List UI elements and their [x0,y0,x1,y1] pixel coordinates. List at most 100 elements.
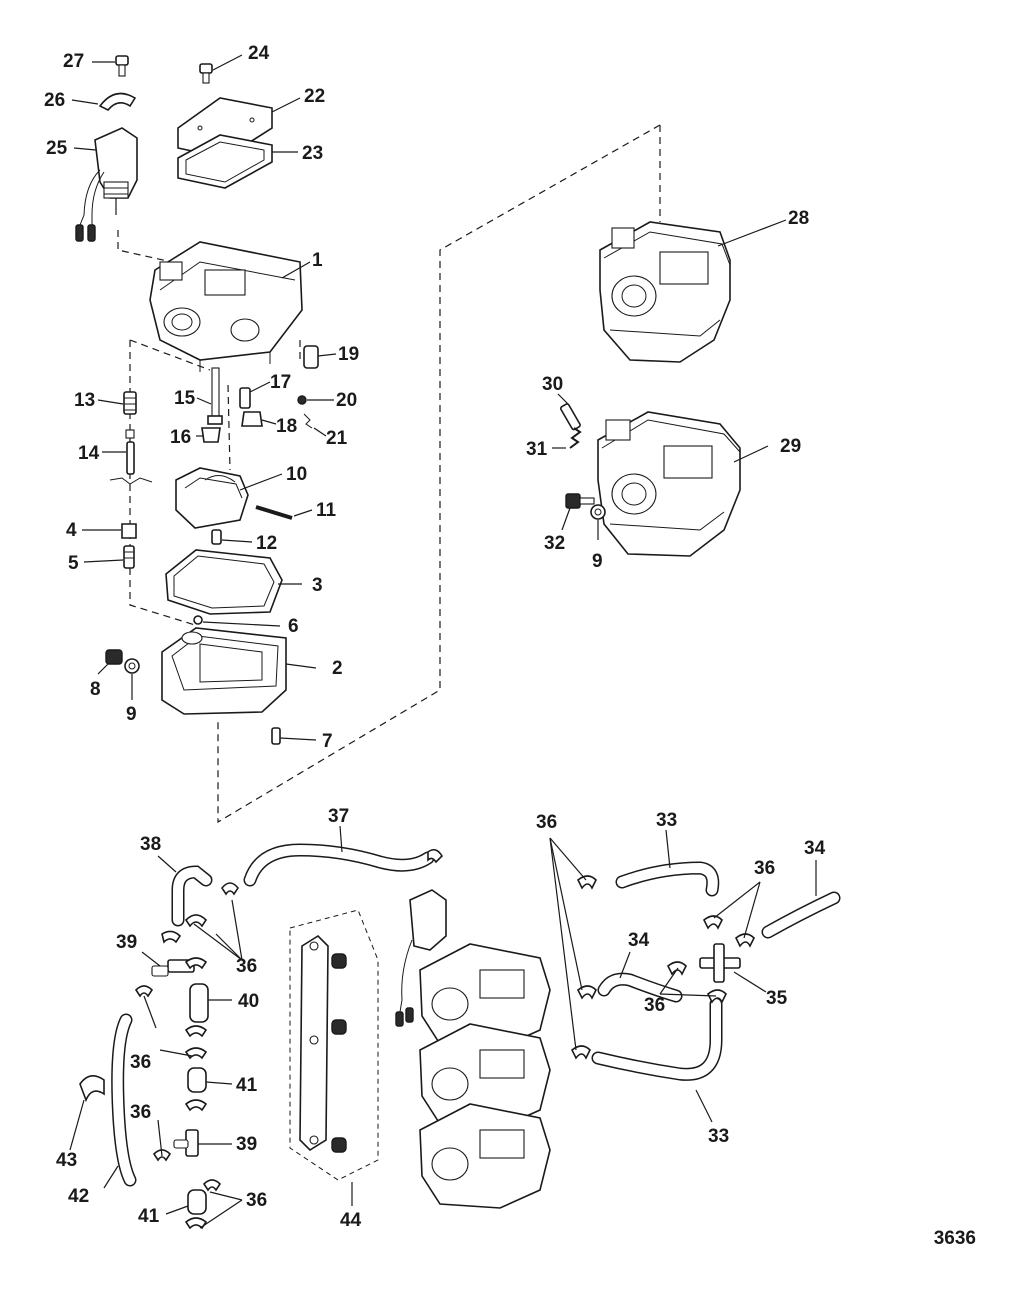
part-7-drain-screw [271,727,317,745]
part-39-tee-fitting-lower [173,1129,232,1157]
part-20-screw [297,395,334,405]
callout-19: 19 [338,344,359,365]
callout-8: 8 [90,679,101,700]
part-4-plug [82,523,137,539]
callout-1: 1 [312,250,323,271]
part-15-float-pin [196,367,223,425]
callout-22: 22 [304,86,325,107]
part-33-fuel-hose-upper [615,829,720,897]
callout-30: 30 [542,374,563,395]
part-31-spring [552,427,582,449]
part-34-fuel-hose-middle [597,951,683,1003]
drawing-number: 3636 [933,1228,976,1249]
callout-34-right: 34 [804,838,826,859]
part-40-short-hose [189,983,232,1023]
part-44-gasket-strip [289,909,379,1206]
part-2-float-bowl [161,627,317,715]
part-41-short-hose-lower [165,1189,207,1215]
callout-16: 16 [170,427,191,448]
part-6-screw [193,615,281,627]
part-14-needle [102,429,153,485]
part-1-carburetor-body [149,241,311,372]
callout-6: 6 [288,616,299,637]
part-21-spring-clip [303,413,327,437]
part-11-float-pin [255,505,313,520]
callout-23: 23 [302,143,323,164]
part-43-hose-clamp [69,1075,105,1151]
callout-36-right: 36 [754,858,775,879]
callout-42: 42 [68,1186,89,1207]
callout-39-lower: 39 [236,1134,257,1155]
part-39-tee-fitting-upper [141,951,195,977]
part-8-drain-plug [97,649,123,675]
part-42-fuel-hose [103,1013,137,1189]
callout-14: 14 [78,443,100,464]
callout-7: 7 [322,731,333,752]
part-13-main-nozzle [97,391,137,415]
callout-25: 25 [46,138,68,159]
part-36-clamps-left-column [134,882,243,1230]
callout-41-lower: 41 [138,1206,160,1227]
part-26-clip [71,92,137,111]
callout-11: 11 [316,500,337,521]
part-17-screw [239,381,271,409]
callout-33-upper: 33 [656,810,677,831]
part-16-jet [196,427,221,443]
callout-15: 15 [174,388,196,409]
part-23-gasket [177,134,298,189]
callout-21: 21 [326,428,348,449]
part-33-fuel-hose-lower [591,997,723,1123]
callout-4: 4 [66,520,77,541]
callout-36-left-middle: 36 [130,1052,151,1073]
part-12-needle-valve [211,529,253,545]
callout-31: 31 [526,439,548,460]
callout-36-left-upper: 36 [236,956,257,977]
part-36-clamp-top [427,848,444,864]
callout-20: 20 [336,390,357,411]
callout-3: 3 [312,575,323,596]
callout-29: 29 [780,436,801,457]
callout-26: 26 [44,90,65,111]
callout-labels: 27 24 26 22 25 23 1 19 17 15 13 20 18 16… [44,43,826,1231]
callout-27: 27 [63,51,84,72]
part-10-float [175,467,283,529]
callout-9-right: 9 [592,551,603,572]
callout-9-left: 9 [126,704,137,725]
part-24-screw [199,54,243,84]
part-29-carburetor-assembly [597,411,769,557]
callout-36-left-lower: 36 [130,1102,151,1123]
callout-36-middle: 36 [644,995,665,1016]
part-41-short-hose-upper [187,1067,233,1093]
part-30-screw [557,393,581,431]
callout-40: 40 [238,991,259,1012]
callout-39-upper: 39 [116,932,137,953]
part-9-washer-right [590,504,606,540]
callout-37: 37 [328,806,349,827]
triple-carburetor-stack [395,889,551,1209]
part-19-pilot-jet [303,345,337,369]
callout-36-upper-right: 36 [536,812,557,833]
callout-35: 35 [766,988,788,1009]
callout-5: 5 [68,553,79,574]
callout-18: 18 [276,416,297,437]
part-25-enrichener-solenoid [73,127,138,242]
part-34-fuel-hose-right [761,860,841,939]
callout-28: 28 [788,208,809,229]
callout-41-upper: 41 [236,1075,258,1096]
callout-34-middle: 34 [628,930,650,951]
callout-43: 43 [56,1150,77,1171]
callout-2: 2 [332,658,343,679]
callout-38: 38 [140,834,161,855]
assembly-reference-lines [117,124,661,824]
callout-33-lower: 33 [708,1126,729,1147]
callout-32: 32 [544,533,565,554]
callout-13: 13 [74,390,95,411]
part-38-elbow-hose [157,855,213,927]
part-5-jet [83,545,135,569]
part-3-bowl-gasket [165,549,302,615]
part-32-screw [561,493,595,531]
callout-36-bottom: 36 [246,1190,267,1211]
callout-24: 24 [248,43,270,64]
